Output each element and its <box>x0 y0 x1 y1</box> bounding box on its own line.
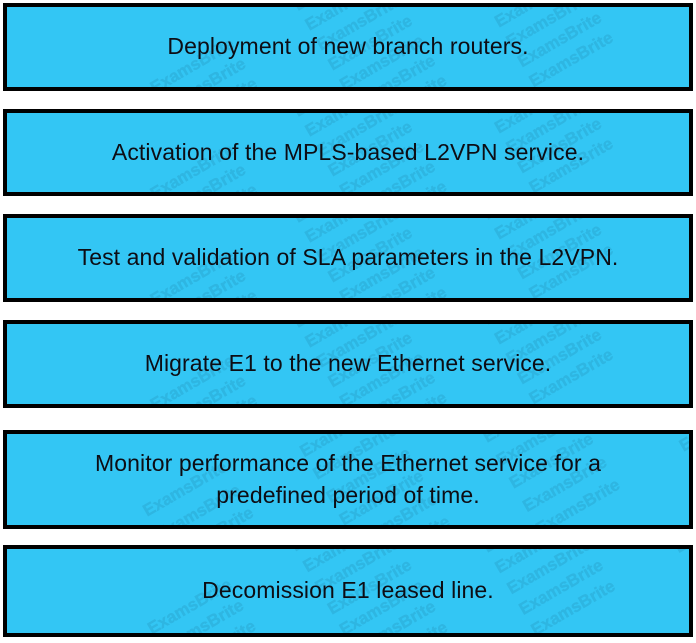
watermark-text: ExamsBrite <box>471 7 579 17</box>
step-label-4: Migrate E1 to the new Ethernet service. <box>144 349 552 376</box>
watermark-text: ExamsBrite <box>282 218 390 231</box>
watermark-text: ExamsBrite <box>351 171 459 192</box>
watermark-text: ExamsBrite <box>661 7 689 14</box>
watermark-text: ExamsBrite <box>282 324 390 337</box>
watermark-text: ExamsBrite <box>661 324 689 331</box>
watermark-text: ExamsBrite <box>173 406 281 408</box>
watermark-text: ExamsBrite <box>161 280 269 298</box>
watermark-text: ExamsBrite <box>161 174 269 192</box>
watermark-text: ExamsBrite <box>362 191 470 192</box>
watermark-text: ExamsBrite <box>661 218 689 225</box>
watermark-text: ExamsBrite <box>654 434 689 438</box>
watermark-text: ExamsBrite <box>161 69 269 86</box>
watermark-text: ExamsBrite <box>171 521 279 526</box>
watermark-text: ExamsBrite <box>661 113 689 120</box>
watermark-text: ExamsBrite <box>161 386 269 403</box>
watermark-text: ExamsBrite <box>172 633 280 634</box>
watermark-text: ExamsBrite <box>471 218 579 228</box>
step-label-5: Monitor performance of the Ethernet serv… <box>94 449 602 508</box>
watermark-text: ExamsBrite <box>668 434 689 461</box>
watermark-text: ExamsBrite <box>160 612 268 633</box>
watermark-text: ExamsBrite <box>471 113 579 123</box>
watermark-text: ExamsBrite <box>362 297 470 298</box>
watermark-text: ExamsBrite <box>282 113 390 126</box>
step-label-1: Deployment of new branch routers. <box>167 32 529 59</box>
watermark-text: ExamsBrite <box>173 300 281 302</box>
watermark-text: ExamsBrite <box>528 576 619 637</box>
watermark-text: ExamsBrite <box>351 383 459 403</box>
watermark-text: ExamsBrite <box>282 7 390 20</box>
watermark-text: ExamsBrite <box>362 86 470 87</box>
step-label-2: Activation of the MPLS-based L2VPN servi… <box>111 138 585 165</box>
step-label-6: Decomission E1 leased line. <box>202 577 494 604</box>
watermark-text: ExamsBrite <box>352 613 460 633</box>
watermark-text: ExamsBrite <box>663 549 689 563</box>
watermark-text: ExamsBrite <box>275 434 383 444</box>
watermark-text: ExamsBrite <box>351 277 459 298</box>
watermark-text: ExamsBrite <box>351 66 459 86</box>
watermark-text: ExamsBrite <box>173 194 281 196</box>
watermark-text: ExamsBrite <box>362 403 470 404</box>
step-label-3: Test and validation of SLA parameters in… <box>77 244 619 271</box>
watermark-text: ExamsBrite <box>516 555 607 620</box>
watermark-text: ExamsBrite <box>280 549 388 561</box>
watermark-text: ExamsBrite <box>173 89 281 91</box>
watermark-text: ExamsBrite <box>471 324 579 334</box>
watermark-text: ExamsBrite <box>364 634 472 637</box>
watermark-text: ExamsBrite <box>471 549 579 562</box>
